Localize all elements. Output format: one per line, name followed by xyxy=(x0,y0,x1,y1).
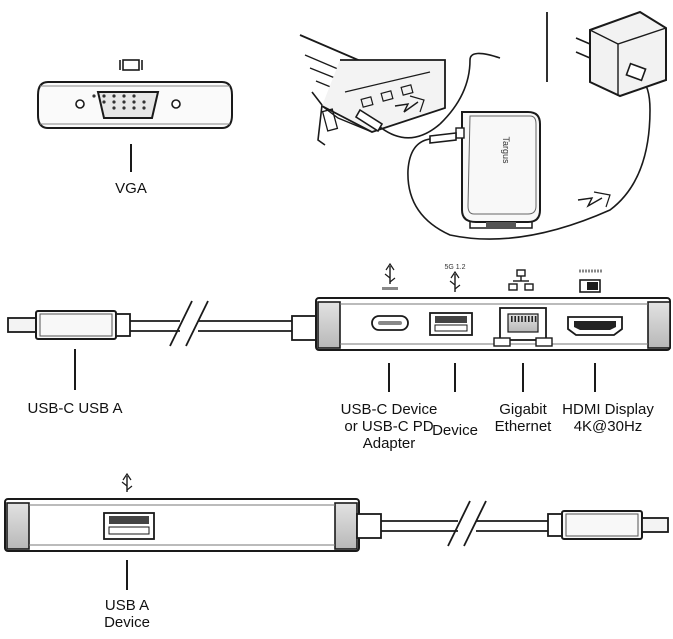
usb-c-device-label-line-2: or USB-C PD xyxy=(344,418,434,435)
usb-c-cable-to-laptop xyxy=(354,52,501,139)
ethernet-pin xyxy=(524,316,527,322)
usb-c-icon xyxy=(382,262,398,290)
vga-connector xyxy=(96,91,160,119)
hdmi-icon xyxy=(579,269,603,293)
gigabit-ethernet-label-line-2: Ethernet xyxy=(494,418,552,435)
vga-screw-left xyxy=(75,99,85,109)
vga-pin xyxy=(122,106,126,110)
hdmi-port xyxy=(567,316,623,336)
ethernet-port xyxy=(493,307,553,347)
usb-c-usb-a-cable-label: USB-C USB A xyxy=(27,400,123,417)
vga-pin xyxy=(142,100,146,104)
vga-pin xyxy=(112,100,116,104)
usb-a-device-label: Device xyxy=(432,422,478,439)
usb-a-port-side-two xyxy=(103,512,155,540)
usb-c-port xyxy=(371,315,409,331)
usb-a-device-side-two-label: USB A Device xyxy=(87,597,167,631)
hub-side-two xyxy=(4,498,669,552)
ethernet-pin xyxy=(534,316,537,322)
hub-side-one xyxy=(7,297,671,351)
usb-a-device-side-two-label-line-2: Device xyxy=(104,614,150,631)
gigabit-ethernet-label-line-1: Gigabit xyxy=(499,401,547,418)
vga-pin xyxy=(132,94,136,98)
vga-screw-right xyxy=(171,99,181,109)
ethernet-pin xyxy=(511,316,513,322)
laptop-illustration xyxy=(299,34,446,146)
hdmi-display-label: HDMI Display 4K@30Hz xyxy=(553,401,663,435)
ethernet-pin xyxy=(514,316,516,322)
vga-pin xyxy=(92,94,96,98)
vga-pin xyxy=(122,94,126,98)
vga-pin xyxy=(122,100,126,104)
ethernet-pin xyxy=(521,316,523,322)
usb-a-port xyxy=(429,312,473,336)
vga-icon xyxy=(119,59,143,71)
vga-pin xyxy=(132,100,136,104)
ethernet-pin xyxy=(517,316,520,322)
network-icon xyxy=(508,269,534,291)
gigabit-ethernet-label: Gigabit Ethernet xyxy=(483,401,563,435)
usb-c-device-label-line-3: Adapter xyxy=(362,435,416,452)
vga-pin xyxy=(112,94,116,98)
usb-icon-side-two xyxy=(121,472,133,492)
ethernet-pin xyxy=(531,316,533,322)
hub-brand-logo: Targus xyxy=(501,136,511,164)
plug-in-arrow-adapter xyxy=(577,197,603,208)
usb-a-device-side-two-label-line-1: USB A xyxy=(104,597,150,614)
vga-label: VGA xyxy=(115,180,147,197)
vga-pin xyxy=(132,106,136,110)
vga-pin xyxy=(102,100,106,104)
usb-c-device-label: USB-C Device or USB-C PD Adapter xyxy=(328,401,450,452)
targus-hub-illustration: Targus xyxy=(455,111,541,229)
vga-pin xyxy=(142,106,146,110)
power-adapter-illustration xyxy=(546,10,667,98)
vga-pin xyxy=(102,94,106,98)
ethernet-pin xyxy=(528,316,530,322)
usb-icon xyxy=(449,270,461,292)
plug-in-arrow-laptop xyxy=(394,101,419,113)
hdmi-display-label-line-1: HDMI Display xyxy=(562,401,654,418)
vga-port-illustration xyxy=(37,81,233,172)
usb-c-device-label-line-1: USB-C Device xyxy=(340,401,438,418)
vga-pin xyxy=(112,106,116,110)
power-cable xyxy=(407,77,651,240)
hdmi-display-label-line-2: 4K@30Hz xyxy=(573,418,643,435)
usb-speed-caption: 5G 1.2 xyxy=(444,264,465,271)
